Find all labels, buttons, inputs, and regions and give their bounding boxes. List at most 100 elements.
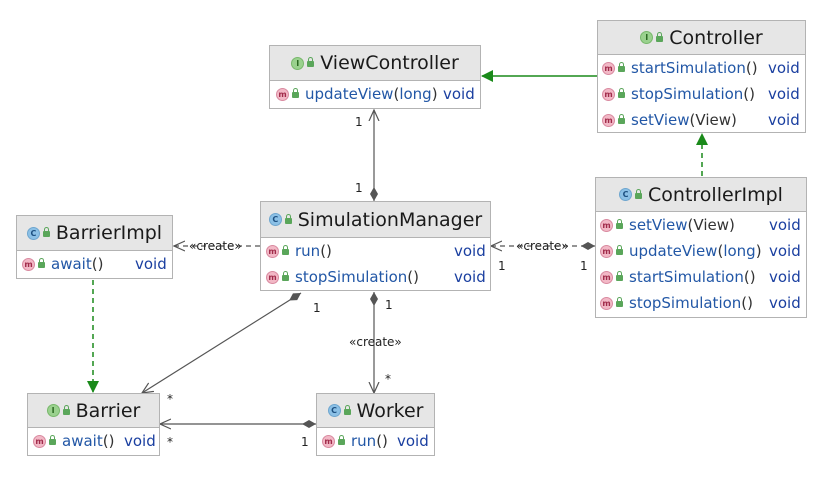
- public-lock-icon: [282, 271, 289, 281]
- class-name: Controller: [669, 26, 763, 49]
- class-header: C ControllerImpl: [596, 178, 806, 212]
- class-header: I Barrier: [28, 394, 159, 428]
- method-icon: m: [322, 434, 335, 448]
- return-type: void: [769, 216, 801, 234]
- class-name: Worker: [356, 399, 424, 422]
- method-row[interactable]: m startSimulation() void: [596, 264, 806, 290]
- method-row[interactable]: m updateView(long) void: [596, 238, 806, 264]
- method-signature: run(): [295, 242, 332, 260]
- create-label-controllerimpl: «create»: [516, 239, 569, 253]
- class-header: C Worker: [317, 394, 434, 428]
- class-controller-impl[interactable]: C ControllerImpl m setView(View) void m …: [595, 177, 807, 318]
- method-signature: run(): [351, 432, 388, 450]
- interface-icon: I: [291, 56, 305, 70]
- multiplicity-manager-top: 1: [355, 181, 363, 195]
- class-view-controller[interactable]: I ViewController m updateView(long) void: [269, 45, 481, 109]
- public-lock-icon: [616, 271, 623, 281]
- return-type: void: [124, 432, 156, 450]
- method-signature: updateView(long): [305, 85, 438, 103]
- public-lock-icon: [38, 258, 45, 268]
- method-icon: m: [266, 270, 279, 284]
- class-simulation-manager[interactable]: C SimulationManager m run() void m stopS…: [260, 201, 491, 291]
- method-signature: startSimulation(): [631, 59, 758, 77]
- return-type: void: [443, 85, 475, 103]
- create-label-barrierimpl: «create»: [189, 239, 242, 253]
- method-row[interactable]: m stopSimulation() void: [596, 290, 806, 316]
- multiplicity-manager-right: 1: [498, 259, 506, 273]
- public-lock-icon: [616, 219, 623, 229]
- return-type: void: [135, 255, 167, 273]
- method-row[interactable]: m stopSimulation() void: [261, 264, 490, 290]
- public-lock-icon: [343, 404, 351, 415]
- public-lock-icon: [282, 245, 289, 255]
- method-signature: updateView(long): [629, 242, 762, 260]
- public-lock-icon: [618, 88, 625, 98]
- class-icon: C: [327, 404, 341, 417]
- class-icon: C: [26, 226, 40, 240]
- class-header: I Controller: [598, 21, 805, 55]
- class-barrier[interactable]: I Barrier m await() void: [27, 393, 160, 456]
- return-type: void: [769, 294, 801, 312]
- class-name: ViewController: [320, 52, 459, 74]
- multiplicity-worker-left: 1: [301, 435, 309, 449]
- method-icon: m: [602, 87, 615, 101]
- create-label-worker: «create»: [349, 335, 402, 349]
- return-type: void: [454, 268, 486, 286]
- method-row[interactable]: m run() void: [261, 238, 490, 264]
- method-signature: startSimulation(): [629, 268, 756, 286]
- method-signature: stopSimulation(): [631, 85, 756, 103]
- return-type: void: [768, 85, 800, 103]
- method-row[interactable]: m updateView(long) void: [270, 81, 480, 107]
- return-type: void: [454, 242, 486, 260]
- public-lock-icon: [307, 57, 315, 67]
- class-worker[interactable]: C Worker m run() void: [316, 393, 435, 456]
- method-row[interactable]: m stopSimulation() void: [598, 81, 805, 107]
- public-lock-icon: [656, 31, 664, 42]
- method-icon: m: [600, 218, 613, 232]
- class-name: SimulationManager: [297, 208, 483, 231]
- public-lock-icon: [635, 188, 643, 199]
- method-row[interactable]: m await() void: [28, 428, 159, 454]
- public-lock-icon: [49, 435, 56, 445]
- interface-icon: I: [640, 31, 654, 44]
- return-type: void: [768, 111, 800, 129]
- multiplicity-worker-top: *: [385, 372, 391, 386]
- public-lock-icon: [616, 297, 623, 307]
- method-signature: await(): [51, 255, 104, 273]
- method-signature: setView(View): [631, 111, 737, 129]
- public-lock-icon: [618, 114, 625, 124]
- class-controller[interactable]: I Controller m startSimulation() void m …: [597, 20, 806, 133]
- class-header: I ViewController: [270, 46, 480, 81]
- method-signature: stopSimulation(): [629, 294, 754, 312]
- return-type: void: [768, 59, 800, 77]
- method-row[interactable]: m setView(View) void: [596, 212, 806, 238]
- method-row[interactable]: m run() void: [317, 428, 434, 454]
- class-barrier-impl[interactable]: C BarrierImpl m await() void: [16, 215, 173, 279]
- method-icon: m: [266, 244, 279, 258]
- method-row[interactable]: m setView(View) void: [598, 107, 805, 133]
- method-signature: stopSimulation(): [295, 268, 420, 286]
- method-row[interactable]: m await() void: [17, 251, 172, 277]
- public-lock-icon: [292, 88, 299, 98]
- public-lock-icon: [284, 213, 292, 224]
- return-type: void: [769, 242, 801, 260]
- method-icon: m: [602, 113, 615, 127]
- method-icon: m: [33, 434, 46, 448]
- class-header: C BarrierImpl: [17, 216, 172, 251]
- public-lock-icon: [62, 404, 70, 415]
- method-icon: m: [602, 61, 615, 75]
- class-icon: C: [619, 188, 633, 201]
- method-icon: m: [22, 257, 35, 271]
- multiplicity-barrier-right: *: [167, 435, 173, 449]
- class-name: ControllerImpl: [648, 183, 783, 206]
- class-name: BarrierImpl: [55, 222, 163, 244]
- public-lock-icon: [42, 227, 50, 237]
- method-icon: m: [600, 296, 613, 310]
- return-type: void: [769, 268, 801, 286]
- public-lock-icon: [338, 435, 345, 445]
- public-lock-icon: [616, 245, 623, 255]
- multiplicity-controllerimpl-left: 1: [580, 259, 588, 273]
- method-row[interactable]: m startSimulation() void: [598, 55, 805, 81]
